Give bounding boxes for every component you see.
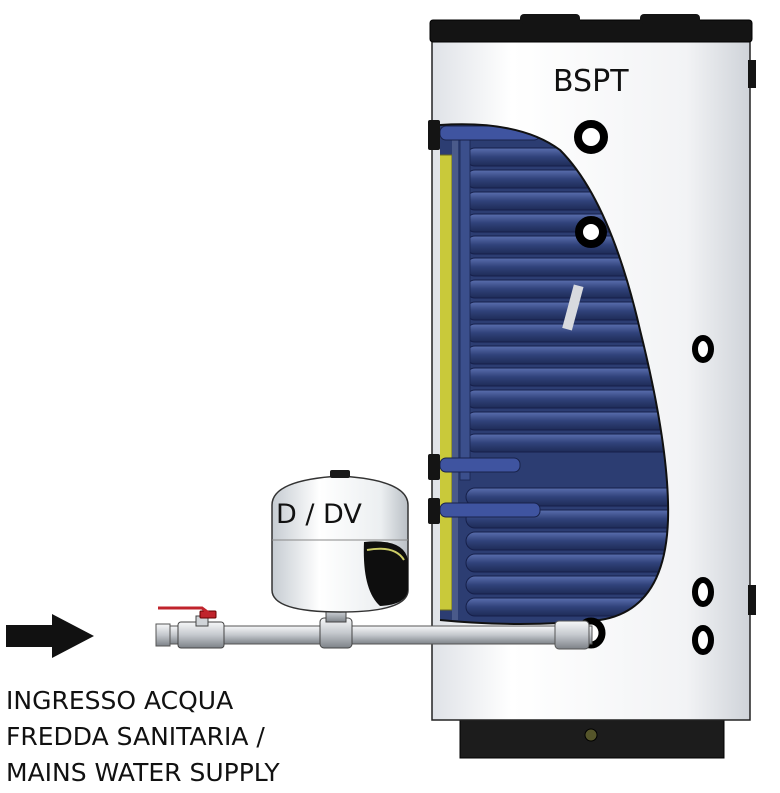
coil-turn — [465, 389, 669, 409]
coil-turn — [465, 487, 669, 507]
supply-pipe — [155, 620, 593, 650]
tank-model-label: BSPT — [553, 64, 629, 99]
right-arrow-icon — [6, 614, 94, 658]
coil-port-upper — [428, 120, 440, 150]
coil-port-lower — [428, 498, 440, 524]
inlet-caption-line: FREDDA SANITARIA / — [6, 722, 265, 751]
inlet-caption-line: INGRESSO ACQUA — [6, 686, 234, 715]
tank-lid — [429, 19, 753, 43]
coil-turn — [465, 597, 669, 617]
side-stub — [748, 585, 756, 615]
inlet-caption-line: MAINS WATER SUPPLY — [6, 758, 280, 787]
tank-top-fitting — [520, 14, 580, 24]
expansion-vessel — [271, 470, 409, 613]
tank-top-fitting-2 — [640, 14, 700, 24]
coil-turn — [465, 411, 669, 431]
ball-valve — [158, 606, 225, 649]
coil-port-middle — [428, 454, 440, 480]
coil-turn — [465, 553, 669, 573]
drain-port — [584, 728, 598, 742]
coil-turn — [465, 531, 669, 551]
coil-turn — [465, 575, 669, 595]
coil-turn — [465, 433, 669, 453]
inlet-caption: INGRESSO ACQUA FREDDA SANITARIA / MAINS … — [6, 683, 280, 791]
cutaway-section — [440, 124, 669, 625]
coil-turn — [465, 367, 669, 387]
side-stub — [748, 60, 756, 88]
expansion-vessel-label: D / DV — [276, 499, 362, 530]
